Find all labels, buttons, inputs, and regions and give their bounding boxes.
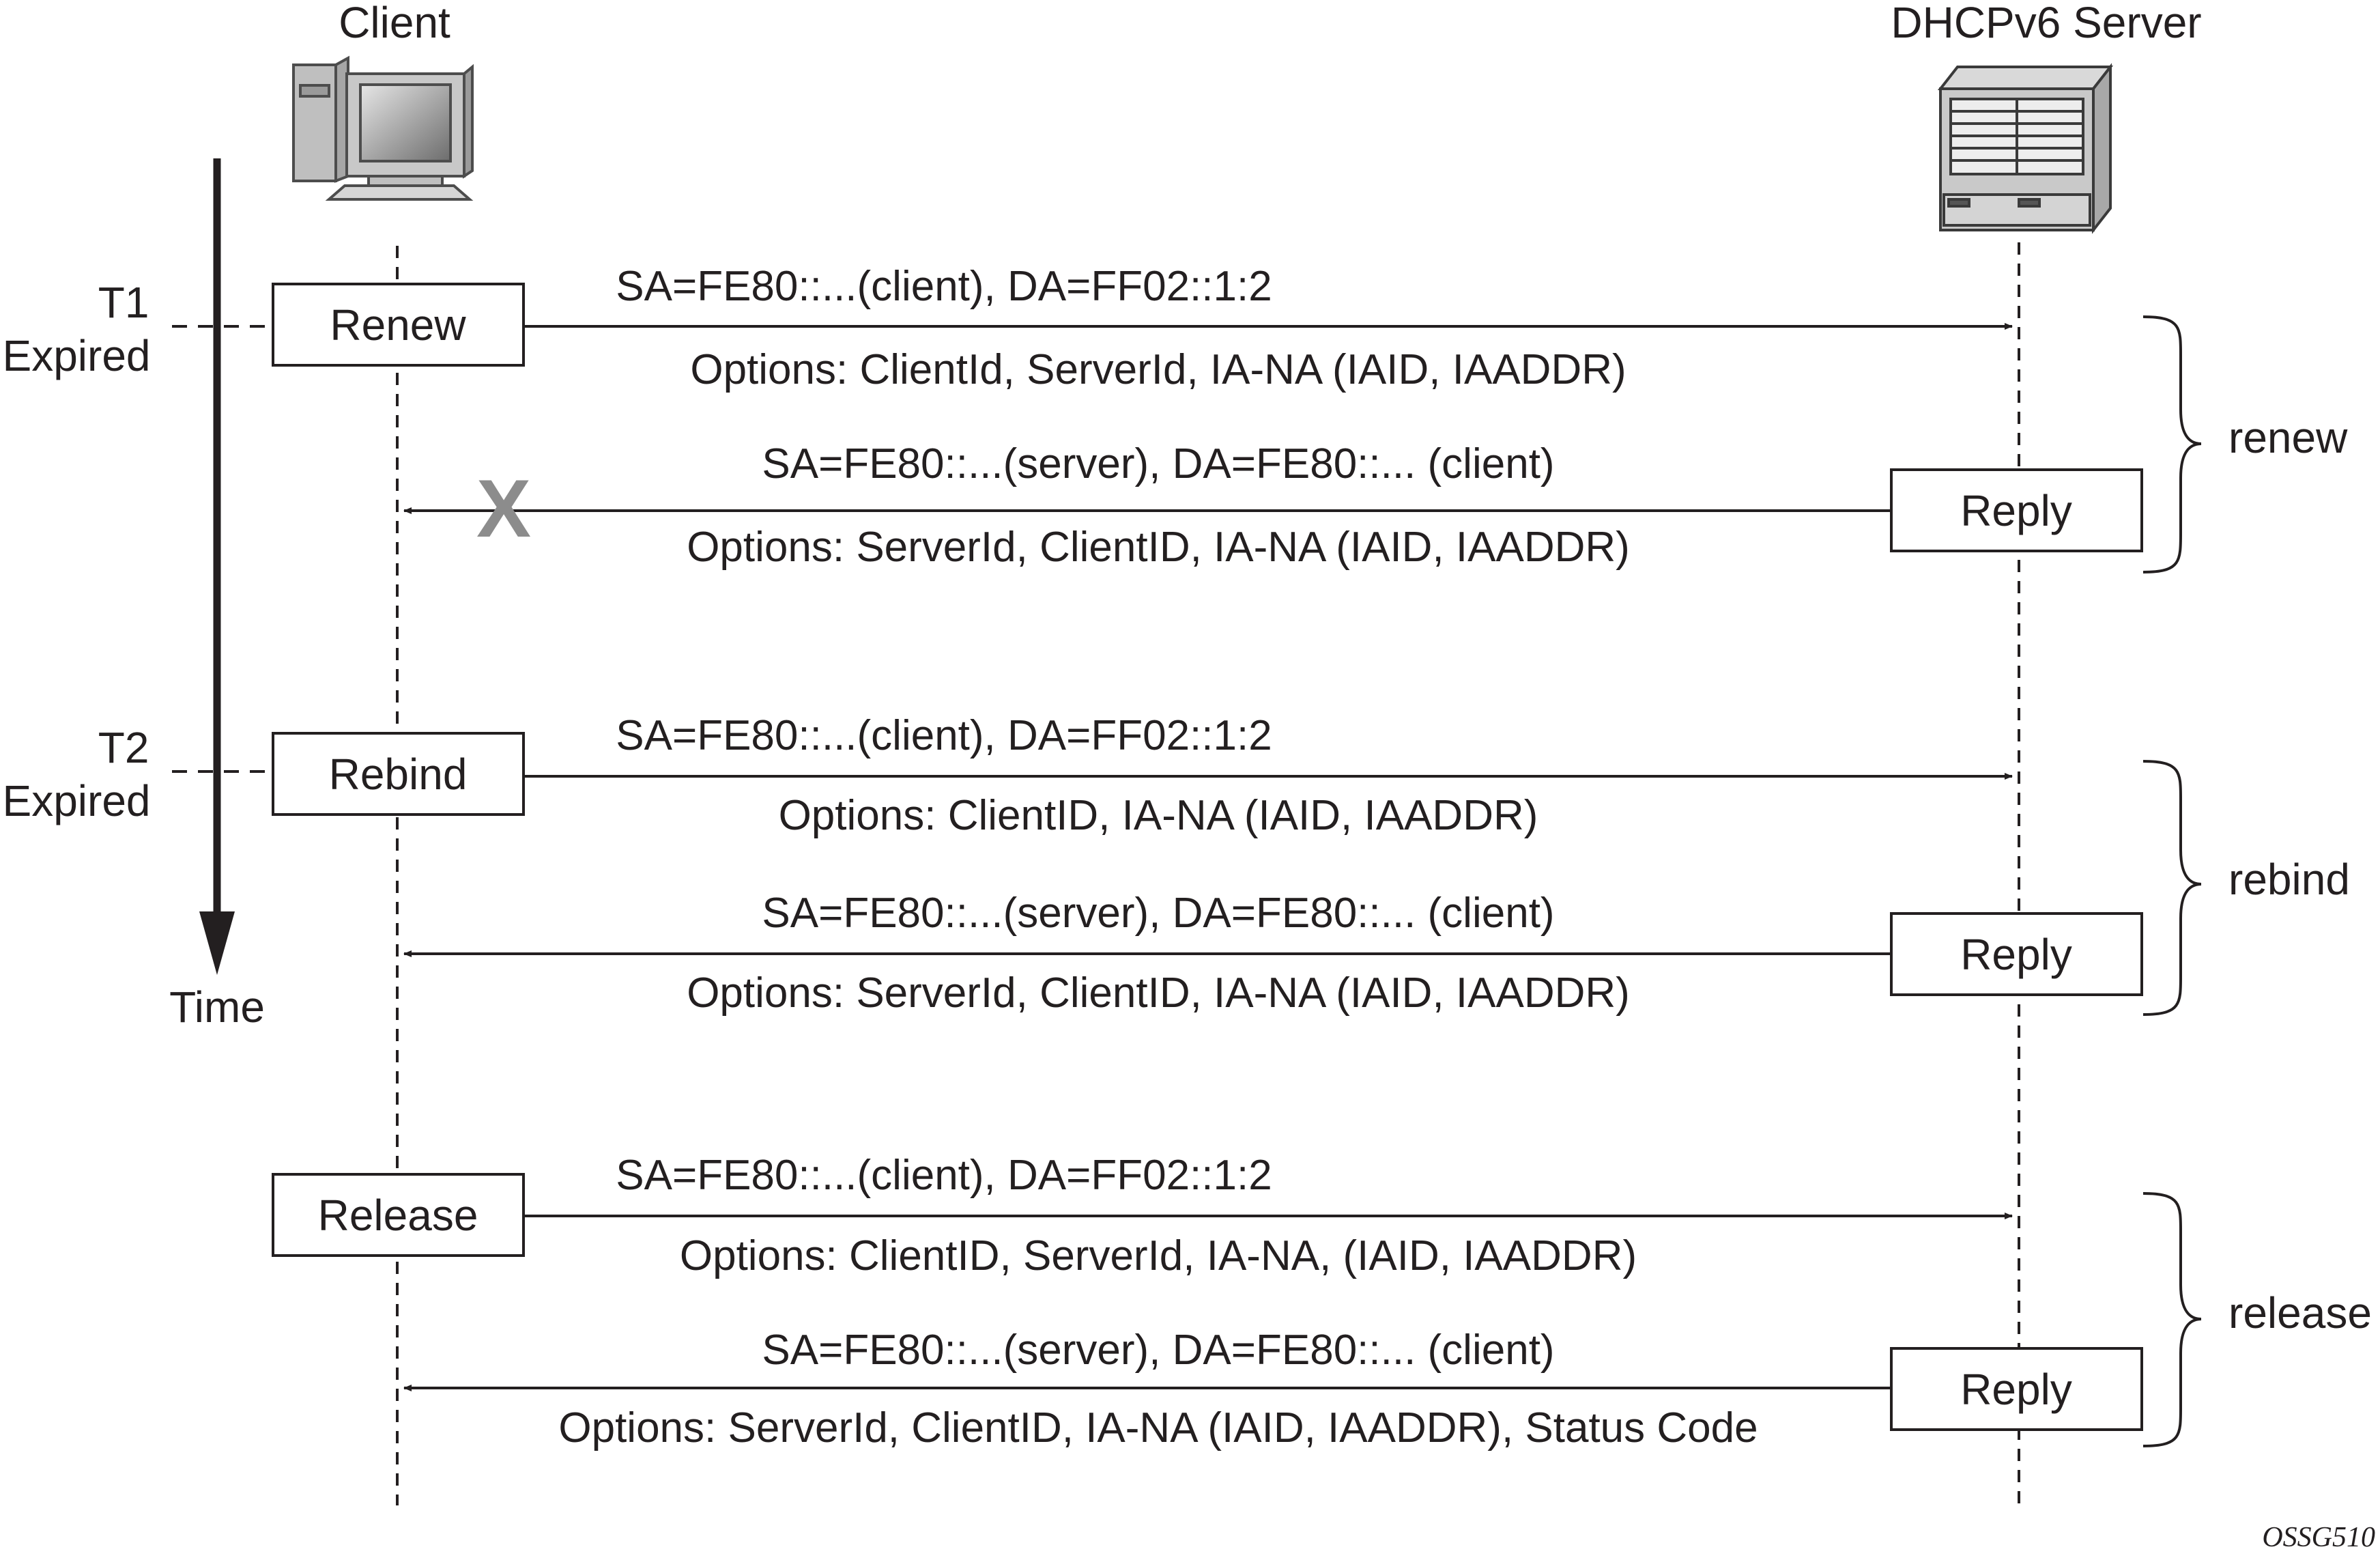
release-bracket-label: release <box>2228 1288 2372 1337</box>
lost-reply-x-marker: X <box>476 463 531 554</box>
release-reply-box-label: Reply <box>1960 1365 2072 1414</box>
renew-request-address: SA=FE80::...(client), DA=FF02::1:2 <box>616 263 1272 310</box>
renew-bracket-label: renew <box>2228 413 2348 462</box>
time-axis-arrow <box>199 158 235 975</box>
release-brace <box>2142 1192 2202 1447</box>
release-reply-options: Options: ServerId, ClientID, IA-NA (IAID… <box>558 1404 1758 1451</box>
client-heading: Client <box>339 0 450 47</box>
rebind-box <box>272 732 525 816</box>
renew-reply-address: SA=FE80::...(server), DA=FE80::... (clie… <box>762 440 1554 487</box>
t1-label: T1 Expired <box>3 278 162 380</box>
release-exchange: Release SA=FE80::...(client), DA=FF02::1… <box>272 1152 2372 1451</box>
renew-exchange: Renew SA=FE80::...(client), DA=FF02::1:2… <box>272 263 2348 573</box>
server-heading: DHCPv6 Server <box>1891 0 2201 47</box>
release-reply-address: SA=FE80::...(server), DA=FE80::... (clie… <box>762 1327 1554 1374</box>
rebind-reply-options: Options: ServerId, ClientID, IA-NA (IAID… <box>687 969 1630 1017</box>
rebind-reply-address: SA=FE80::...(server), DA=FE80::... (clie… <box>762 890 1554 937</box>
renew-box <box>272 283 525 367</box>
rebind-request-address: SA=FE80::...(client), DA=FF02::1:2 <box>616 712 1272 759</box>
figure-reference: OSSG510 <box>2262 1522 2375 1553</box>
rebind-bracket-label: rebind <box>2228 855 2350 904</box>
release-request-address: SA=FE80::...(client), DA=FF02::1:2 <box>616 1152 1272 1199</box>
renew-reply-options: Options: ServerId, ClientID, IA-NA (IAID… <box>687 524 1630 571</box>
renew-request-options: Options: ClientId, ServerId, IA-NA (IAID… <box>690 346 1626 393</box>
rebind-reply-box <box>1890 912 2143 996</box>
time-label: Time <box>169 982 265 1032</box>
rebind-request-options: Options: ClientID, IA-NA (IAID, IAADDR) <box>779 792 1538 839</box>
t2-label: T2 Expired <box>3 723 162 825</box>
renew-brace <box>2142 315 2202 573</box>
rebind-brace <box>2142 760 2202 1016</box>
rebind-box-label: Rebind <box>329 750 468 799</box>
desktop-computer-icon <box>292 55 474 201</box>
release-box <box>272 1173 525 1257</box>
rebind-reply-box-label: Reply <box>1960 930 2072 979</box>
renew-box-label: Renew <box>330 300 466 350</box>
rebind-exchange: Rebind SA=FE80::...(client), DA=FF02::1:… <box>272 712 2350 1017</box>
renew-reply-box <box>1890 468 2143 552</box>
server-chassis-icon <box>1937 63 2114 234</box>
release-reply-box <box>1890 1347 2143 1431</box>
renew-reply-box-label: Reply <box>1960 486 2072 535</box>
release-request-options: Options: ClientID, ServerId, IA-NA, (IAI… <box>680 1232 1637 1279</box>
release-box-label: Release <box>318 1191 478 1240</box>
